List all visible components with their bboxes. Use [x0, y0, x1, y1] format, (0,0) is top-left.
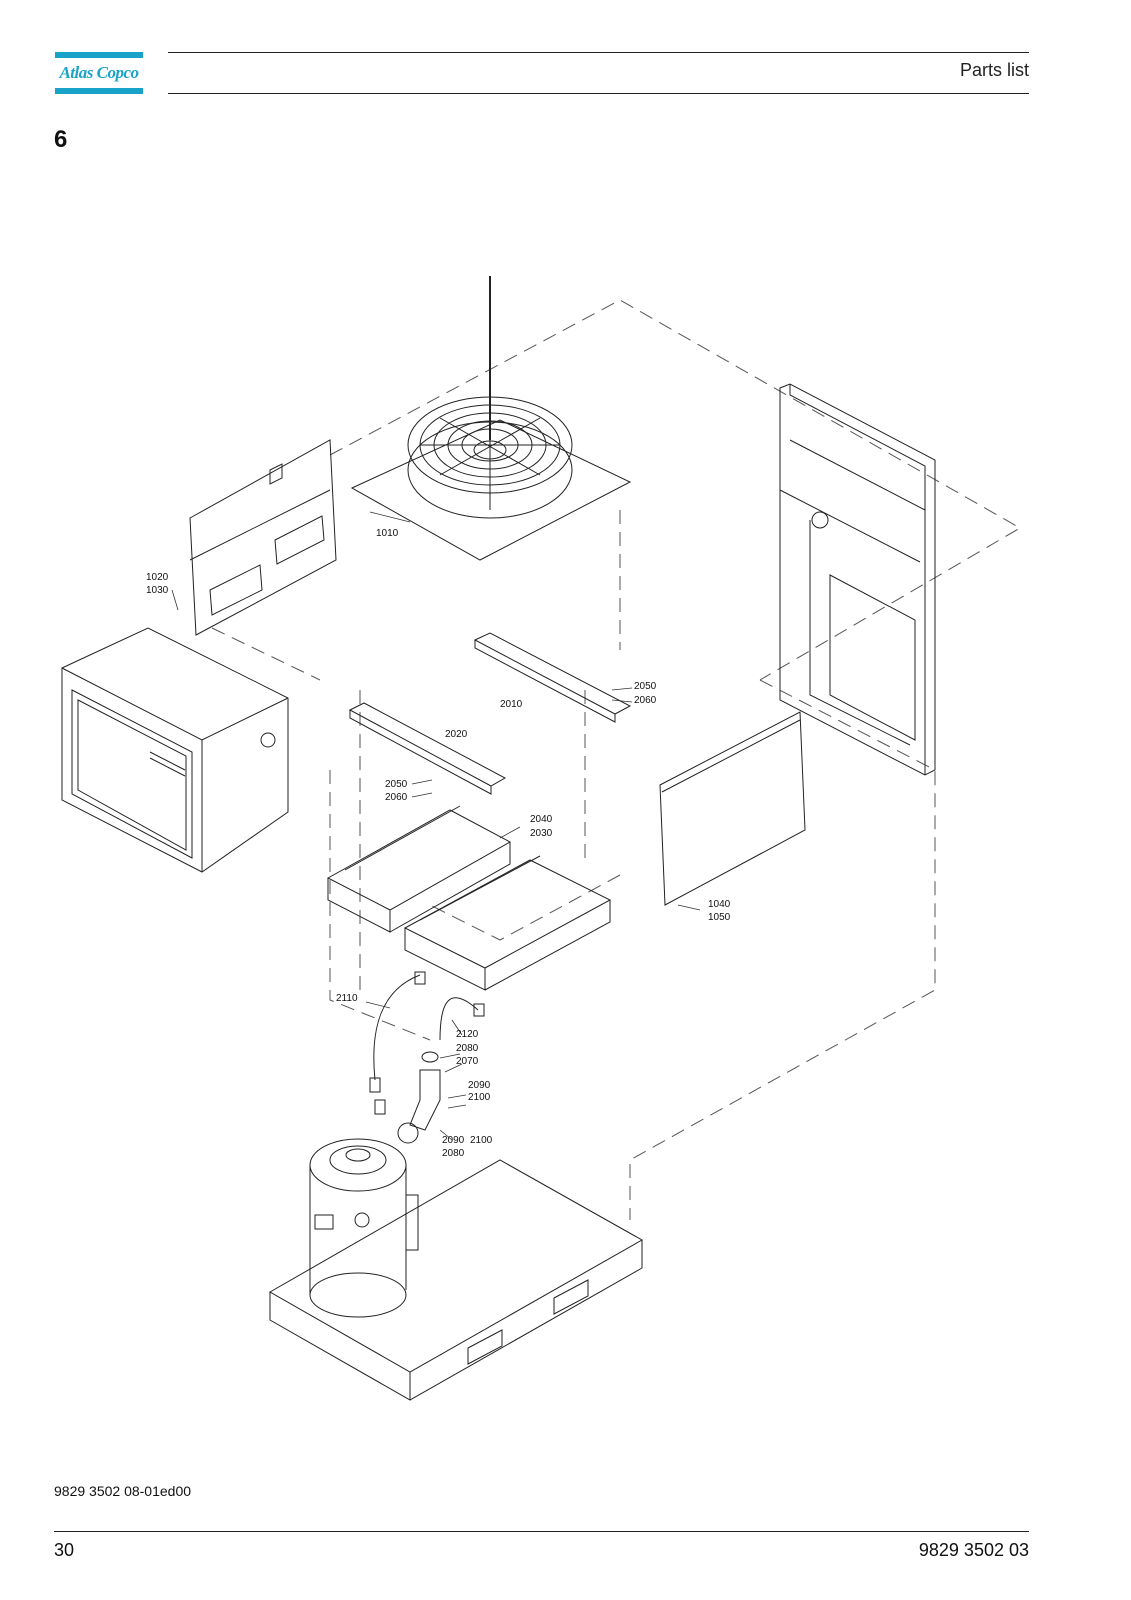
callout-2100-upper: 2100	[468, 1092, 491, 1103]
callout-2090-upper: 2090	[468, 1080, 491, 1091]
callout-2040: 2040	[530, 814, 553, 825]
piping	[369, 971, 485, 1144]
crossbar-2010	[473, 632, 632, 723]
document-reference: 9829 3502 08-01ed00	[54, 1483, 192, 1499]
compressor	[309, 1138, 419, 1318]
logo-bar-bottom	[55, 88, 143, 94]
drawing-lines	[61, 276, 1022, 1401]
header-rule-bottom	[168, 93, 1029, 94]
callout-2080-upper: 2080	[456, 1043, 479, 1054]
enclosure-box	[61, 627, 289, 873]
callout-2070: 2070	[456, 1056, 479, 1067]
callout-2080-lower: 2080	[442, 1148, 465, 1159]
page-title: Parts list	[959, 60, 1029, 80]
crossbar-2020	[348, 702, 507, 795]
leader-lines	[171, 511, 701, 1141]
callout-2020: 2020	[445, 729, 468, 740]
callout-1010: 1010	[376, 528, 399, 539]
logo-text: Atlas Copco	[59, 63, 139, 82]
base-frame	[268, 1159, 644, 1401]
callout-2120: 2120	[456, 1029, 479, 1040]
cooler-lower	[403, 855, 612, 991]
callout-2110: 2110	[336, 993, 358, 1004]
cooler-upper	[326, 805, 512, 933]
callout-1040: 1040	[708, 899, 731, 910]
callout-2060-upper: 2060	[634, 695, 657, 706]
callout-2090-lower: 2090	[442, 1135, 465, 1146]
right-frame	[779, 383, 936, 776]
callout-2050-upper: 2050	[634, 681, 657, 692]
atlas-copco-logo: Atlas Copco	[55, 52, 143, 94]
logo-bar-top	[55, 52, 143, 58]
callout-2060-lower: 2060	[385, 792, 408, 803]
callout-2030: 2030	[530, 828, 553, 839]
callout-1020: 1020	[146, 572, 169, 583]
header-rule-top	[168, 52, 1029, 53]
callout-2050-lower: 2050	[385, 779, 408, 790]
callout-1030: 1030	[146, 585, 169, 596]
page-number: 30	[54, 1540, 75, 1560]
footer-rule	[54, 1531, 1029, 1532]
fan-assembly	[350, 276, 632, 561]
section-number: 6	[54, 126, 68, 153]
document-number: 9829 3502 03	[918, 1540, 1029, 1560]
right-panel	[659, 711, 806, 906]
left-panel	[189, 439, 337, 636]
callout-1050: 1050	[708, 912, 731, 923]
callout-2100-lower: 2100	[470, 1135, 493, 1146]
callout-2010: 2010	[500, 699, 523, 710]
